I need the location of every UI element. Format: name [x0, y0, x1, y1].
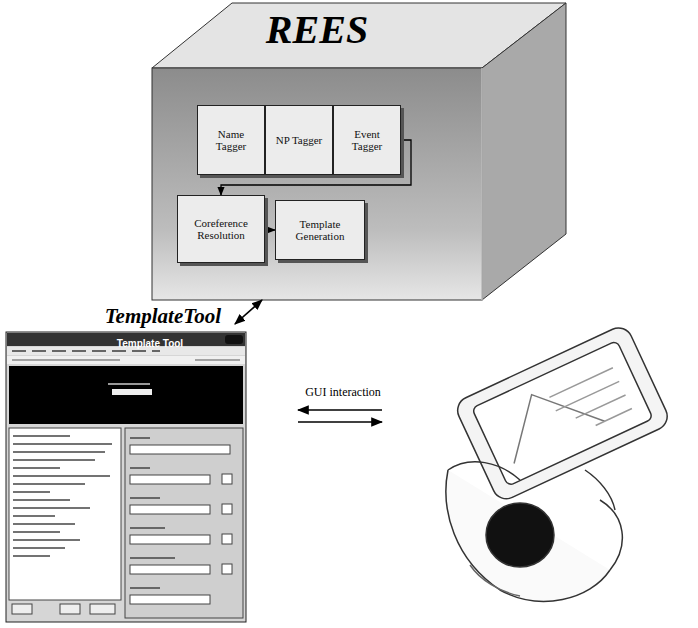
interaction-arrows — [298, 410, 382, 422]
arrow-label: GUI interaction — [305, 385, 381, 399]
box-label: Event Tagger — [338, 128, 396, 152]
node-title: TemplateTool — [105, 304, 221, 328]
user-illustration — [446, 323, 672, 601]
screenshot — [6, 332, 246, 622]
rees-housing — [152, 3, 566, 300]
label-holder: GUI interaction — [298, 382, 388, 400]
process-box: Event Tagger — [333, 105, 401, 175]
connector-arrow — [265, 229, 275, 230]
box-label: NP Tagger — [276, 134, 323, 146]
label-holder: Template Tool — [90, 333, 210, 351]
system-box: REESName TaggerNP TaggerEvent TaggerCore… — [152, 68, 482, 300]
process-box: Template Generation — [275, 200, 365, 260]
heading-holder: REES — [152, 6, 482, 53]
heading-holder: TemplateTool — [5, 304, 235, 329]
process-box: NP Tagger — [265, 105, 333, 175]
connector-arrow — [235, 300, 262, 324]
process-box: Coreference Resolution — [177, 195, 265, 263]
tool-window: TemplateTool — [5, 302, 235, 622]
node-title: REES — [266, 7, 368, 52]
process-box: Name Tagger — [197, 105, 265, 175]
box-label: Template Generation — [280, 218, 360, 242]
window-title: Template Tool — [117, 338, 183, 349]
box-label: Coreference Resolution — [182, 217, 260, 241]
box-label: Name Tagger — [202, 128, 260, 152]
